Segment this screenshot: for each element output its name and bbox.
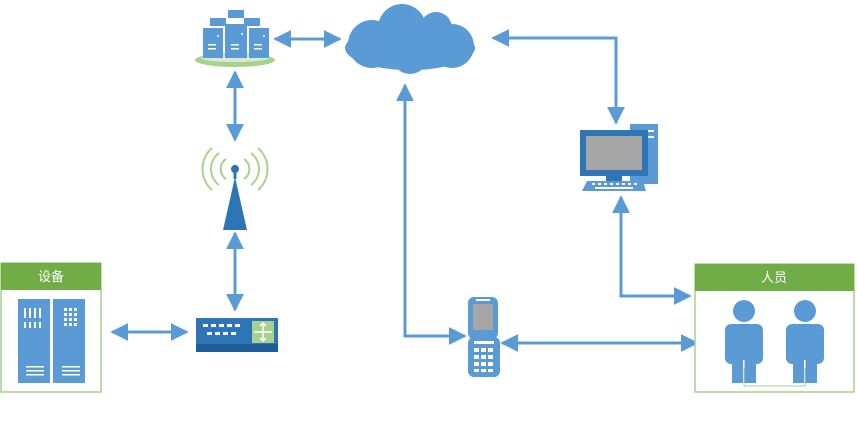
- equipment-cabinet-icon: [18, 299, 85, 383]
- equipment-panel: 设备: [0, 262, 102, 393]
- wireless-tower-icon: [201, 147, 269, 230]
- connector-computer-personnel: [612, 195, 692, 305]
- mobile-phone-icon: [468, 297, 500, 377]
- connector-cloud-phone: [396, 83, 467, 345]
- server-cluster-icon: [195, 10, 275, 67]
- connector-cloud-computer: [491, 29, 625, 125]
- person-icon: [786, 300, 824, 383]
- personnel-label: 人员: [761, 271, 787, 286]
- equipment-label: 设备: [38, 269, 64, 285]
- network-switch-icon: [196, 318, 278, 352]
- personnel-panel: 人员: [694, 263, 855, 393]
- person-link: [743, 368, 806, 387]
- connectors: [110, 29, 699, 352]
- cloud-icon: [345, 4, 475, 74]
- desktop-computer-icon: [580, 124, 658, 191]
